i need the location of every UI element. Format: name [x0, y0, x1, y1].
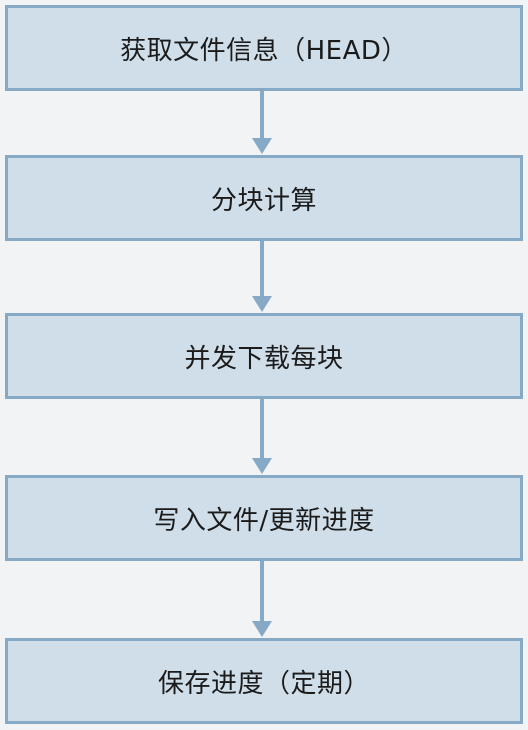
arrow-down-icon — [252, 399, 272, 474]
step-label: 写入文件/更新进度 — [153, 505, 375, 536]
step-label: 并发下载每块 — [184, 343, 344, 374]
step-write-file-update-progress: 写入文件/更新进度 — [5, 475, 523, 561]
step-label: 获取文件信息（HEAD） — [120, 35, 408, 66]
step-label: 分块计算 — [210, 185, 317, 216]
step-concurrent-download: 并发下载每块 — [5, 313, 523, 399]
step-label: 保存进度（定期） — [157, 668, 370, 699]
arrow-down-icon — [252, 91, 272, 154]
arrow-down-icon — [252, 561, 272, 637]
step-get-file-info: 获取文件信息（HEAD） — [5, 5, 523, 91]
step-chunk-calculation: 分块计算 — [5, 155, 523, 241]
arrow-down-icon — [252, 241, 272, 312]
step-save-progress: 保存进度（定期） — [5, 638, 523, 724]
